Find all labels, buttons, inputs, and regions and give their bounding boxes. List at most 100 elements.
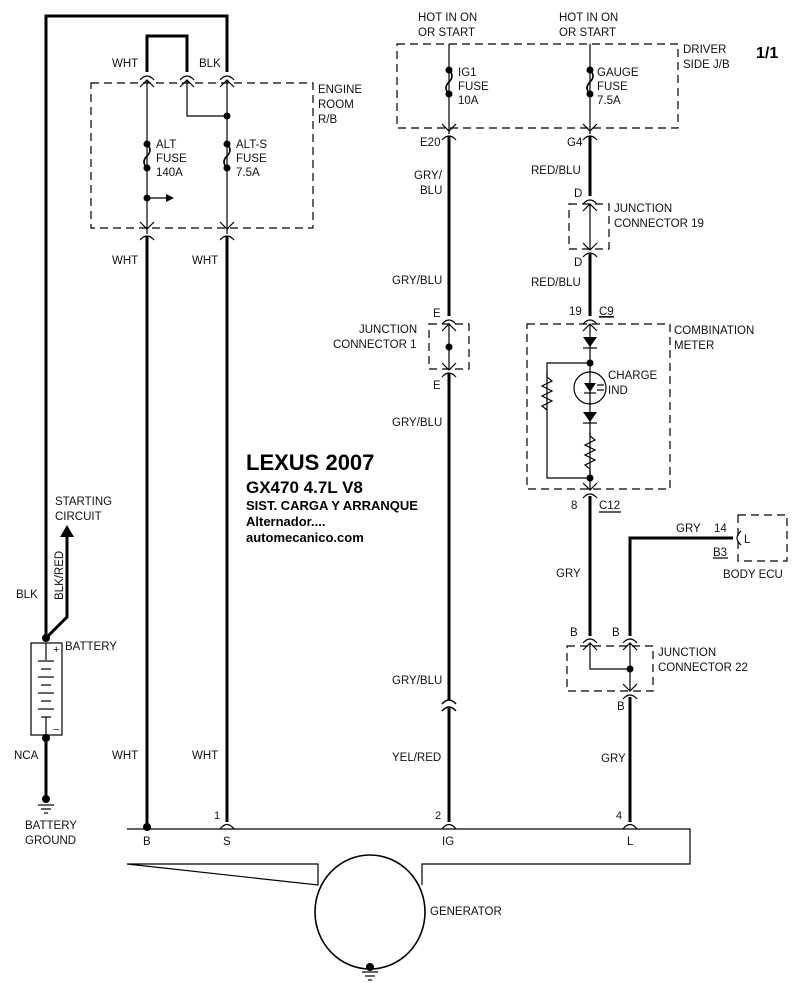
alt-fuse-label-3: 140A (156, 167, 183, 179)
battery-minus: − (53, 724, 59, 736)
alts-fuse-label-2: FUSE (236, 153, 267, 165)
generator-terminal-s: S (223, 836, 231, 848)
supply-left-label-1: HOT IN ON (418, 12, 477, 24)
connector-g4: G4 (567, 137, 583, 149)
jc22-pin-top-left: B (570, 627, 578, 639)
wire-label-wht-b: WHT (112, 750, 138, 762)
wire-label-gry-blu-4: GRY/BLU (392, 675, 442, 687)
wire-label-wht-s: WHT (192, 750, 218, 762)
battery-label: BATTERY (65, 641, 117, 653)
wire-label-yel-red: YEL/RED (392, 752, 441, 764)
jc19-label-1: JUNCTION (614, 203, 672, 215)
meter-connector-c12: C12 (599, 500, 620, 512)
wire-label-gry-meter: GRY (556, 568, 581, 580)
jc22-box (566, 645, 654, 692)
body-ecu-label: BODY ECU (723, 569, 783, 581)
driver-side-jb-label-2: SIDE J/B (683, 59, 730, 71)
charge-indicator-lamp-icon (573, 371, 607, 405)
alt-fuse-label-1: ALT (156, 139, 176, 151)
wire-label-wht-out-left: WHT (112, 255, 138, 267)
branch-arrow-icon (143, 194, 174, 202)
meter-label-1: COMBINATION (674, 325, 754, 337)
meter-pin-out: 8 (571, 500, 577, 512)
jc22-label-1: JUNCTION (658, 647, 716, 659)
connector-icon (441, 823, 457, 830)
combination-meter-box (526, 323, 671, 490)
engine-room-rb-box (90, 82, 314, 229)
ground-icon (38, 795, 54, 814)
combination-meter: 19 C9 COMBINATION METER CHARGE IND (526, 306, 754, 513)
connector-icon (139, 221, 235, 241)
junction-connector-1: E E JUNCTION CONNECTOR 1 (333, 308, 470, 392)
engine-room-rb-label-1: ENGINE (318, 84, 362, 96)
meter-pin-in: 19 (569, 306, 582, 318)
ig1-fuse-label-1: IG1 (458, 67, 477, 79)
charge-ind-label-2: IND (608, 385, 628, 397)
jc19-pin-top: D (574, 188, 582, 200)
connector-icon (219, 823, 235, 830)
driver-side-jb-box (396, 43, 679, 129)
wire-label-red-blu-2: RED/BLU (531, 277, 581, 289)
driver-side-jb: HOT IN ON OR START HOT IN ON OR START DR… (396, 12, 730, 149)
gauge-fuse-label-3: 7.5A (597, 95, 621, 107)
wire-label-gry-l: GRY (601, 753, 626, 765)
title-website: automecanico.com (246, 530, 364, 545)
connector-icon (622, 683, 638, 700)
wire-label-blu-1: BLU (420, 185, 442, 197)
connector-icon (582, 242, 598, 258)
generator-label: GENERATOR (430, 906, 502, 918)
generator-terminal-ig: IG (442, 836, 454, 848)
supply-right-label-1: HOT IN ON (559, 12, 618, 24)
diode-icon (583, 337, 597, 349)
starting-circuit-label-2: CIRCUIT (55, 511, 102, 523)
page-number: 1/1 (756, 45, 778, 62)
battery-feed-loop (44, 14, 229, 640)
title-system: SIST. CARGA Y ARRANQUE (246, 498, 418, 513)
resistor-icon (540, 373, 554, 411)
alt-fuse-label-2: FUSE (156, 153, 187, 165)
battery: + − BATTERY (30, 634, 117, 742)
alt-fuse-icon (143, 140, 151, 172)
alts-fuse-label-1: ALT-S (236, 139, 267, 151)
jc1-pin-bottom: E (433, 380, 441, 392)
wire-label-red-blu-1: RED/BLU (531, 165, 581, 177)
title-block: LEXUS 2007 GX470 4.7L V8 SIST. CARGA Y A… (246, 450, 418, 545)
inline-connector-icon (441, 699, 457, 712)
ig1-fuse-label-2: FUSE (458, 81, 489, 93)
jc19-label-2: CONNECTOR 19 (614, 218, 704, 230)
title-make-year: LEXUS 2007 (246, 450, 374, 475)
body-ecu-box (737, 514, 788, 562)
generator-connector-block (126, 828, 691, 886)
wire-label-gry-blu-2: GRY/BLU (392, 275, 442, 287)
battery-ground-label-1: BATTERY (25, 820, 77, 832)
wire-label-blk-red: BLK/RED (54, 551, 66, 600)
starting-circuit-label-1: STARTING (55, 496, 112, 508)
jc1-label-1: JUNCTION (359, 324, 417, 336)
generator-pin-ig: 2 (435, 810, 441, 822)
jc22-pin-bottom: B (617, 701, 625, 713)
generator-pin-l: 4 (616, 810, 622, 822)
ig1-fuse-icon (445, 66, 453, 98)
generator-terminal-b: B (143, 836, 151, 848)
wire-gry-body-ecu (628, 536, 733, 636)
jc22-label-2: CONNECTOR 22 (658, 662, 748, 674)
body-ecu-terminal: L (744, 534, 751, 546)
jc19-pin-bottom: D (574, 257, 582, 269)
wire-label-blk-top: BLK (199, 58, 221, 70)
jc1-label-2: CONNECTOR 1 (333, 339, 417, 351)
gauge-fuse-icon (586, 66, 594, 98)
ground-icon (362, 963, 378, 981)
generator: GENERATOR 1 2 4 B S IG L (126, 810, 691, 981)
wire-label-gry-ecu: GRY (676, 523, 701, 535)
starting-circuit: STARTING CIRCUIT BLK/RED (44, 496, 112, 640)
junction-connector-19: D D JUNCTION CONNECTOR 19 (568, 188, 704, 269)
jc22-pin-top-right: B (612, 627, 620, 639)
connector-icon (736, 530, 742, 546)
generator-pin-s: 1 (214, 810, 220, 822)
battery-ground-label-2: GROUND (25, 835, 76, 847)
wire-label-wht-out-right: WHT (192, 255, 218, 267)
connector-icon (582, 482, 598, 499)
generator-icon (314, 854, 426, 970)
gauge-fuse-label-2: FUSE (597, 81, 628, 93)
